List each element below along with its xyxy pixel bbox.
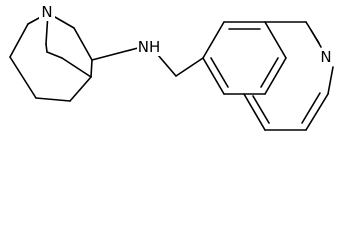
molecule-diagram: N NH N bbox=[9, 3, 334, 131]
bond bbox=[252, 95, 270, 124]
bond bbox=[9, 56, 37, 99]
bond bbox=[301, 92, 321, 124]
bond bbox=[35, 97, 71, 102]
bond bbox=[327, 66, 334, 95]
bond bbox=[210, 57, 229, 88]
bond bbox=[175, 57, 204, 77]
bond bbox=[264, 21, 287, 59]
skeletal-formula: N NH N bbox=[9, 3, 334, 131]
bond bbox=[243, 93, 266, 131]
bond bbox=[310, 29, 322, 48]
amine-linker bbox=[91, 47, 204, 77]
quinoline-nitrogen-label: N bbox=[320, 48, 331, 66]
bond bbox=[73, 27, 93, 61]
bond bbox=[202, 57, 225, 95]
atom-mask bbox=[137, 38, 162, 56]
atom-mask bbox=[318, 48, 334, 66]
bond bbox=[90, 59, 93, 78]
bond bbox=[264, 57, 287, 95]
amine-nh-label: NH bbox=[138, 38, 161, 56]
bond bbox=[202, 21, 225, 59]
quinoline-ring-system bbox=[202, 21, 334, 131]
atom-mask bbox=[39, 3, 55, 21]
bond bbox=[157, 54, 177, 77]
bond bbox=[91, 47, 139, 61]
bond bbox=[45, 43, 48, 53]
bond bbox=[61, 57, 92, 78]
quinuclidine-cage bbox=[9, 12, 93, 102]
quinuclidine-nitrogen-label: N bbox=[41, 3, 52, 21]
atom-labels: N NH N bbox=[39, 3, 334, 66]
bond bbox=[9, 23, 29, 58]
bond bbox=[46, 51, 63, 59]
bond bbox=[69, 76, 92, 102]
bond bbox=[305, 93, 329, 131]
bond bbox=[260, 57, 279, 88]
